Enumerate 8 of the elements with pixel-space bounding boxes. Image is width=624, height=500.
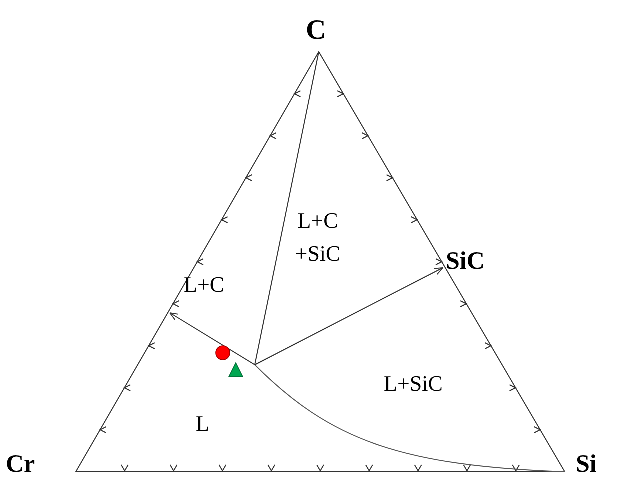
phase-label: Si [576,450,597,480]
phase-label: Cr [6,450,36,480]
phase-label: L+C [184,271,225,299]
phase-label: L+C +SiC [294,207,342,268]
phase-label: L+SiC [384,370,443,398]
phase-label: C [306,14,326,48]
phase-label: SiC [446,247,485,277]
phase-label: L [196,410,210,438]
